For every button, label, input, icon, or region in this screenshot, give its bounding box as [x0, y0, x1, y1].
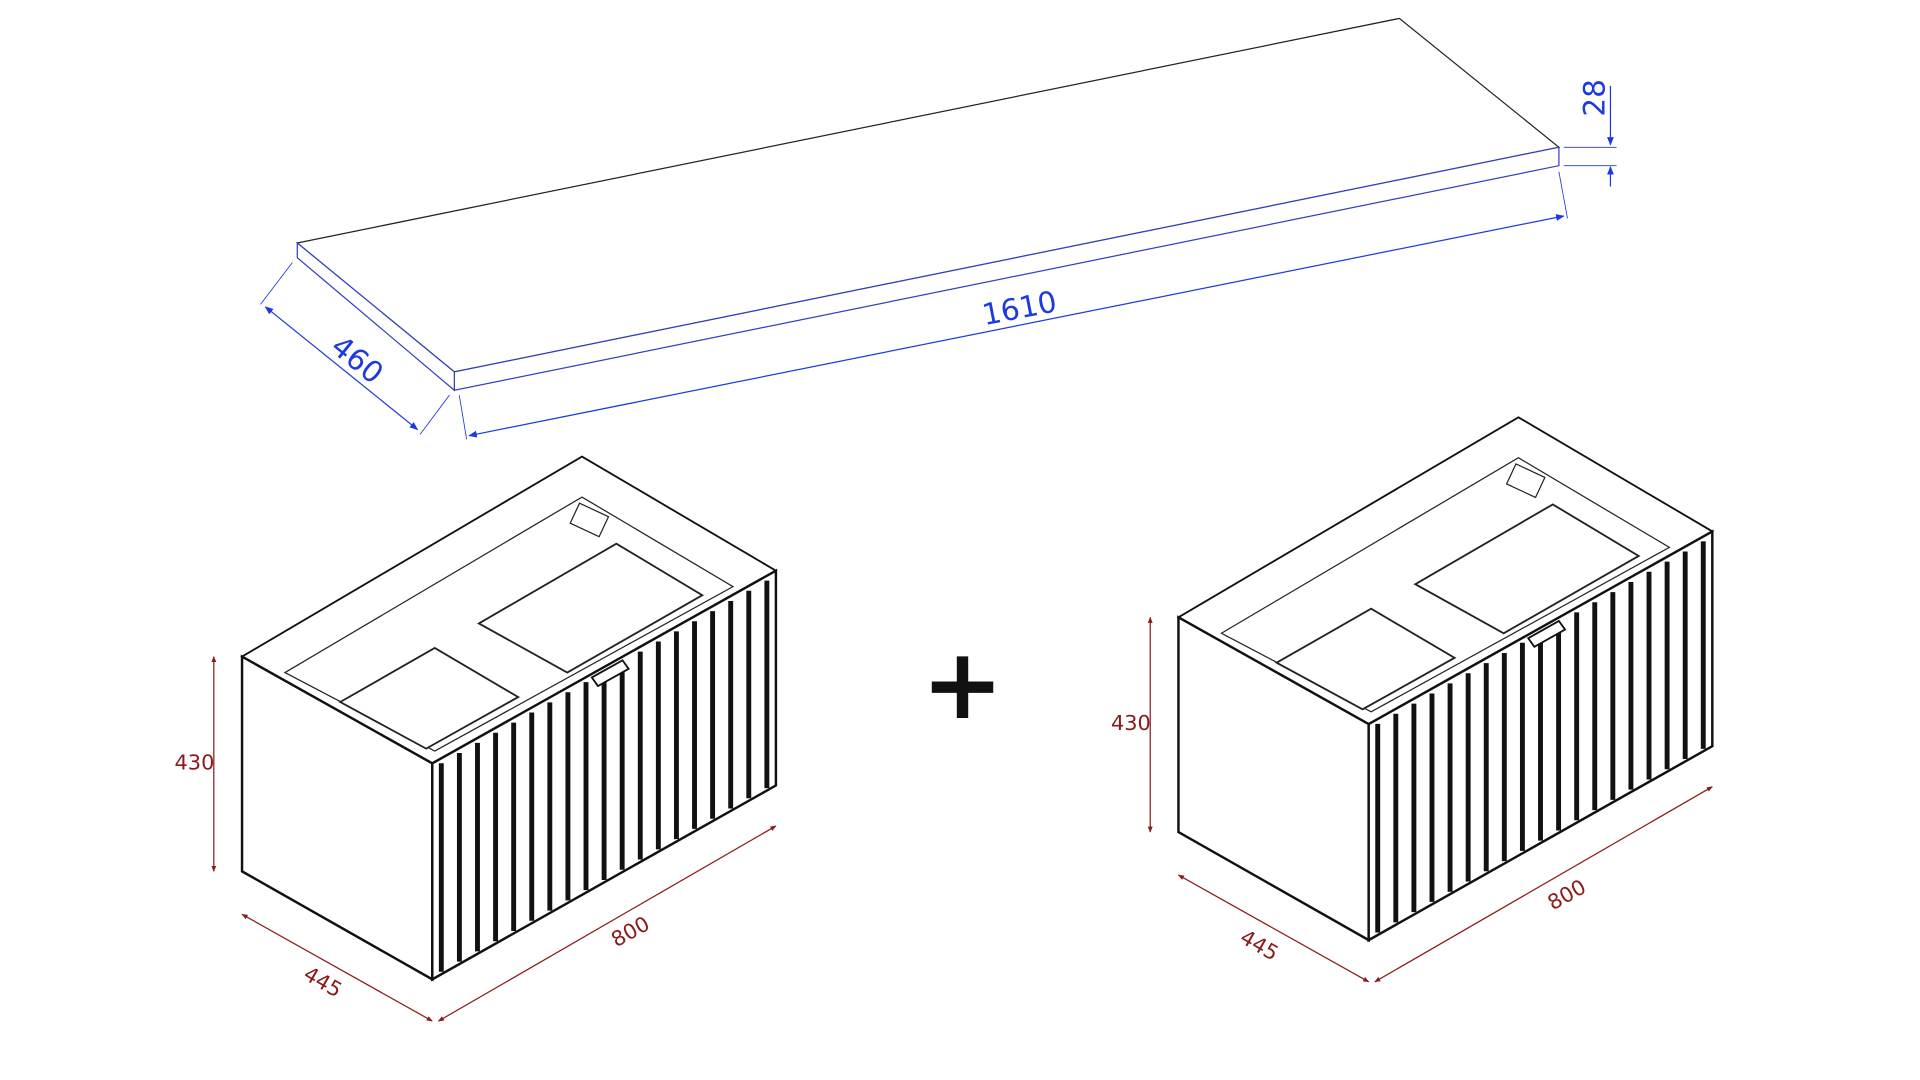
cabinet-right	[1147, 416, 1715, 983]
plus-sign: +	[921, 628, 1003, 742]
drawer-compartment	[1274, 607, 1457, 711]
cabinet-right-depth-label: 445	[1236, 925, 1282, 966]
width-dimension-line	[1374, 786, 1713, 983]
depth-dimension-line	[1177, 874, 1370, 983]
countertop	[295, 17, 1561, 392]
cabinet-left	[211, 455, 778, 1022]
width-dimension-line	[437, 825, 777, 1022]
drawer-compartment	[338, 646, 521, 750]
drawer-compartment	[1413, 503, 1641, 635]
siphon-cutout	[569, 502, 610, 538]
cabinet-right-height-label: 430	[1111, 711, 1151, 735]
countertop-length-label: 1610	[979, 284, 1059, 332]
cabinet-left-width-label: 800	[607, 912, 653, 952]
handle-icon	[1526, 619, 1567, 648]
cabinet-left-height-label: 430	[175, 751, 215, 775]
cabinet-left-depth-label: 445	[300, 962, 346, 1003]
depth-dimension-line	[241, 913, 433, 1022]
countertop-dimensions	[260, 85, 1617, 440]
siphon-cutout	[1505, 463, 1546, 499]
countertop-depth-label: 460	[325, 329, 390, 391]
countertop-thickness-label: 28	[1577, 79, 1611, 116]
drawer-compartment	[477, 542, 705, 674]
handle-icon	[590, 659, 630, 688]
